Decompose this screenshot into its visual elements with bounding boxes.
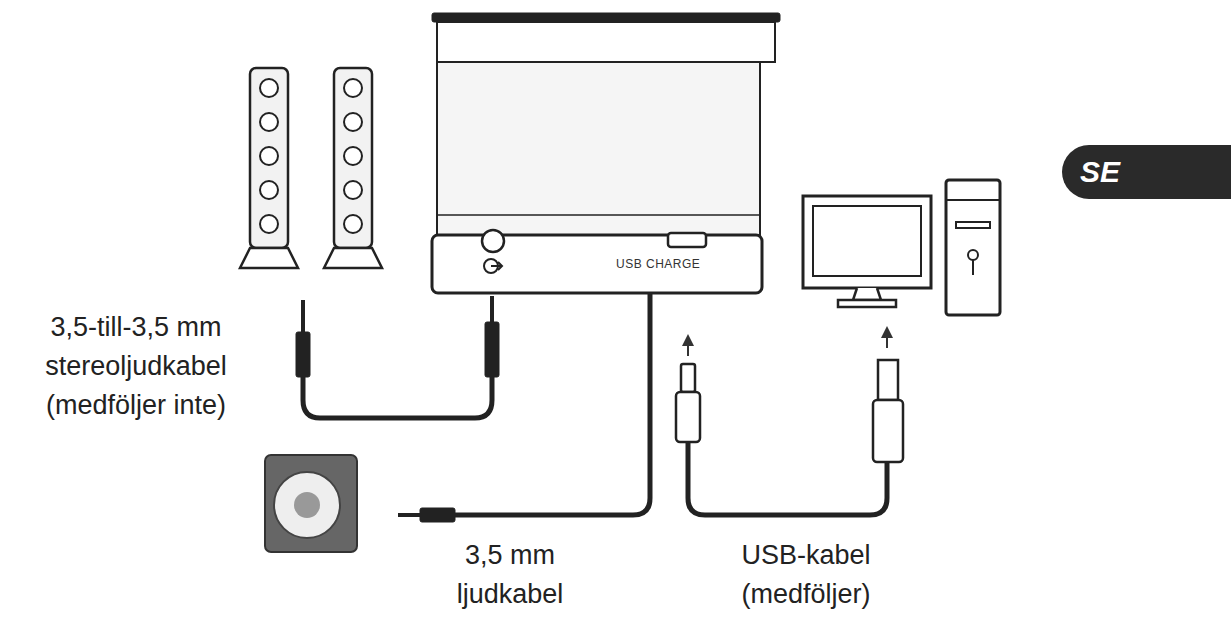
cable-label: USB-kabel (medföljer)	[706, 536, 906, 614]
speaker-driver	[260, 181, 278, 199]
audio-cable	[398, 293, 650, 522]
speaker-driver	[344, 147, 362, 165]
speaker-driver	[344, 181, 362, 199]
music-player	[265, 455, 357, 552]
speaker-driver	[344, 215, 362, 233]
speaker-driver	[344, 79, 362, 97]
cable-label: 3,5 mm ljudkabel	[440, 536, 580, 614]
speaker-driver	[344, 113, 362, 131]
computer	[803, 180, 1000, 315]
speaker-driver	[260, 113, 278, 131]
cable-label: 3,5-till-3,5 mm stereoljudkabel (medfölj…	[5, 308, 267, 425]
speakers	[240, 68, 382, 268]
speaker-driver	[260, 215, 278, 233]
dock-device	[432, 13, 780, 293]
speaker-driver	[260, 147, 278, 165]
language-tab: SE	[1062, 145, 1231, 199]
speaker-driver	[260, 79, 278, 97]
port-label: USB CHARGE	[616, 257, 700, 271]
stereo-cable	[296, 296, 499, 418]
tab-text: SE	[1080, 155, 1120, 189]
usb-cable	[676, 332, 903, 515]
